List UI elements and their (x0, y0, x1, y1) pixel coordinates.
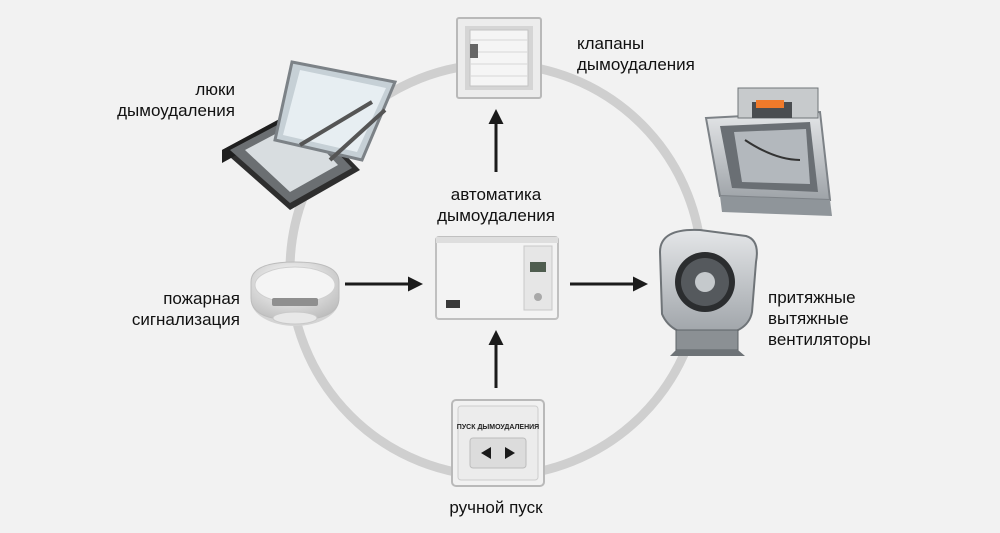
smoke-valve-icon (456, 17, 542, 99)
manual-call-point-icon: ПУСК ДЫМОУДАЛЕНИЯ (451, 399, 545, 487)
smoke-hatch-icon (222, 60, 398, 210)
damper-actuator-icon (704, 87, 832, 216)
manual-start-panel-text: ПУСК ДЫМОУДАЛЕНИЯ (457, 424, 539, 431)
label-smoke-hatches: люки дымоудаления (117, 80, 235, 120)
flow-arrows (345, 109, 648, 388)
smoke-detector-icon (250, 261, 340, 326)
label-fire-alarm: пожарная сигнализация (131, 289, 240, 329)
label-manual-start: ручной пуск (449, 498, 543, 517)
label-control-unit: автоматика дымоудаления (437, 185, 555, 225)
centrifugal-fan-icon (658, 228, 758, 356)
control-cabinet-icon (435, 236, 559, 320)
label-smoke-valves: клапаны дымоудаления (577, 34, 695, 74)
label-exhaust-fans: притяжные вытяжные вентиляторы (768, 288, 871, 349)
